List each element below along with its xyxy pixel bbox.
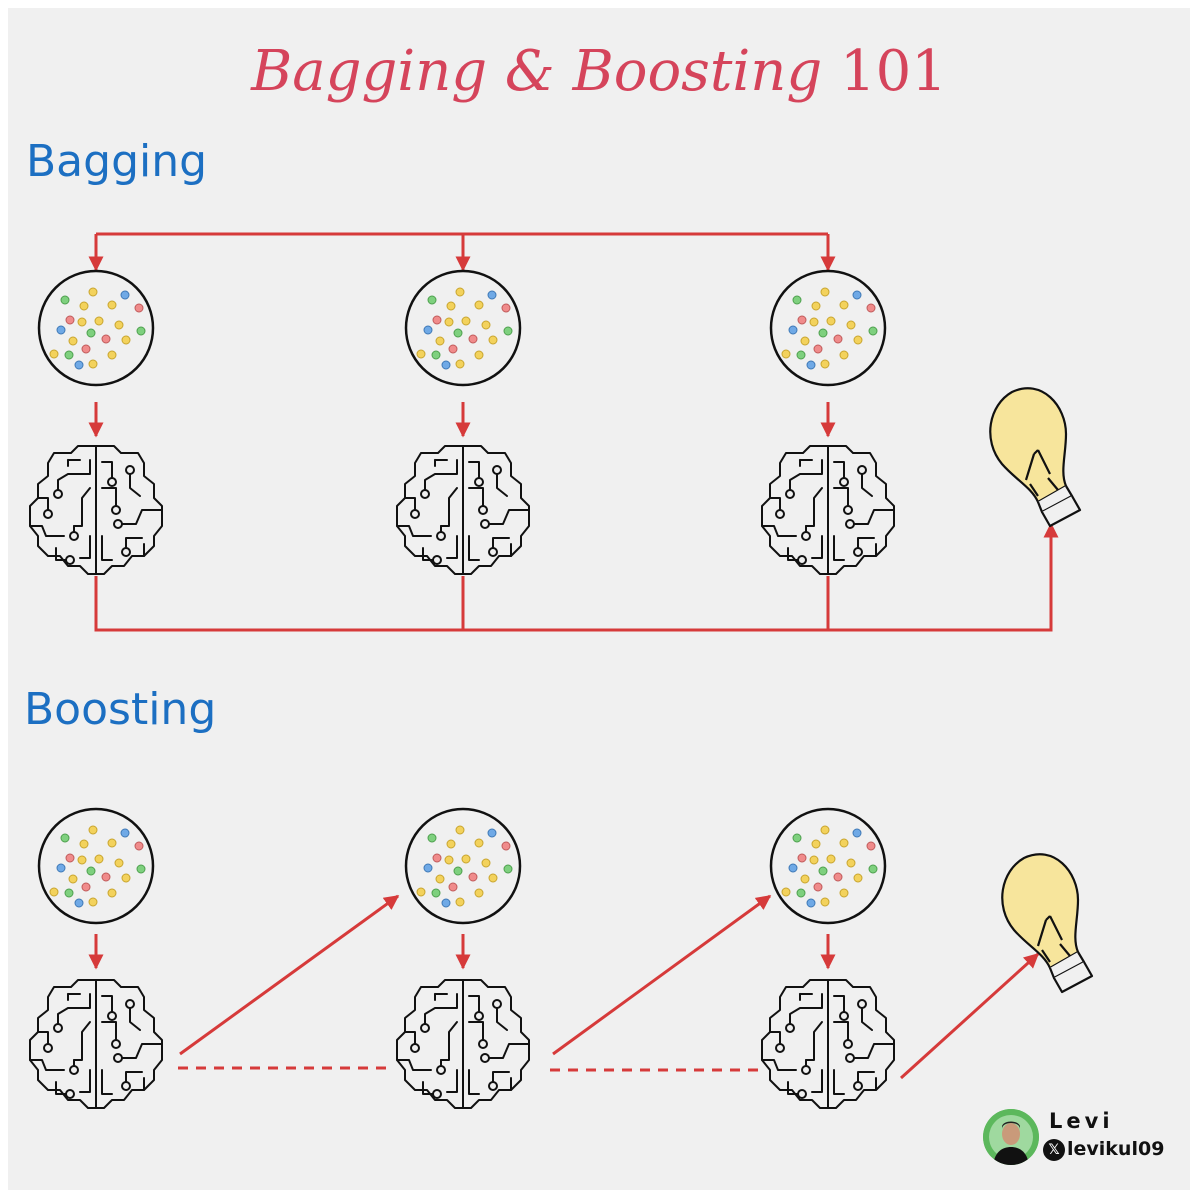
author-name: Levi	[1049, 1109, 1114, 1133]
circuit-brain-icon	[29, 445, 163, 575]
lightbulb-icon	[1001, 853, 1094, 994]
bagging-diagram	[29, 232, 1082, 632]
lightbulb-icon	[989, 387, 1082, 528]
infographic: Bagging & Boosting 101 Bagging Boosting	[8, 8, 1190, 1190]
data-sample-circle-icon	[769, 807, 887, 925]
reweight-arrow-2	[552, 894, 772, 1056]
circuit-brain-icon	[761, 979, 895, 1109]
bagging-label: Bagging	[26, 136, 208, 187]
boosting-label: Boosting	[24, 684, 217, 735]
avatar	[983, 1109, 1039, 1165]
data-sample-circle-icon	[404, 269, 522, 387]
final-arrow	[899, 952, 1040, 1080]
data-sample-circle-icon	[404, 807, 522, 925]
title-main: Bagging & Boosting	[251, 39, 823, 104]
ensemble-diagram	[29, 232, 1094, 1109]
aggregation-arrow	[94, 522, 1059, 632]
circuit-brain-icon	[29, 979, 163, 1109]
data-sample-circle-icon	[37, 807, 155, 925]
circuit-brain-icon	[396, 979, 530, 1109]
circuit-brain-icon	[396, 445, 530, 575]
x-logo-icon: 𝕏	[1043, 1138, 1065, 1161]
person-avatar-icon	[983, 1109, 1039, 1165]
title-suffix: 101	[840, 39, 947, 104]
boosting-diagram	[29, 807, 1094, 1109]
circuit-brain-icon	[761, 445, 895, 575]
data-sample-circle-icon	[37, 269, 155, 387]
author-handle-text: levikul09	[1067, 1138, 1165, 1160]
page-title: Bagging & Boosting 101	[8, 44, 1190, 100]
reweight-arrow-1	[179, 894, 400, 1056]
data-sample-circle-icon	[769, 269, 887, 387]
